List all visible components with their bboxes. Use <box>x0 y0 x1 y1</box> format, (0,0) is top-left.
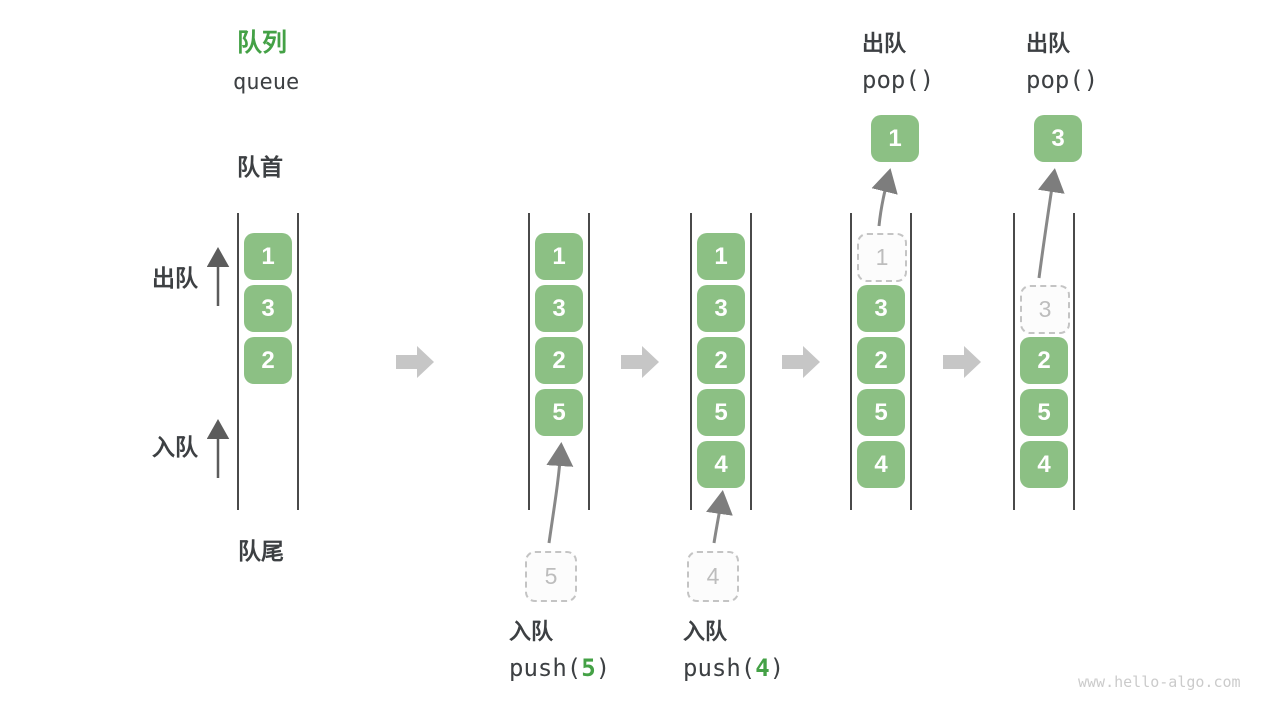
queue-column-2 <box>528 213 590 510</box>
queue-column-5 <box>1013 213 1075 510</box>
pop-1-label: 出队 pop() <box>862 31 935 94</box>
popped-value-box: 3 <box>1034 115 1082 162</box>
queue-item-box: 2 <box>1020 337 1068 384</box>
queue-item-box: 1 <box>697 233 745 280</box>
queue-item-box: 2 <box>697 337 745 384</box>
queue-item-box: 3 <box>697 285 745 332</box>
watermark: www.hello-algo.com <box>1078 673 1241 691</box>
queue-item-box: 4 <box>697 441 745 488</box>
queue-item-box: 4 <box>1020 441 1068 488</box>
push-4-label: 入队 push(4) <box>683 619 785 682</box>
diagram-title-en: queue <box>233 70 300 95</box>
queue-column-3 <box>690 213 752 510</box>
staging-value-box: 5 <box>525 551 577 602</box>
staging-value-box: 4 <box>687 551 739 602</box>
queue-rear-label: 队尾 <box>238 538 284 564</box>
queue-item-box: 5 <box>1020 389 1068 436</box>
queue-item-box: 4 <box>857 441 905 488</box>
queue-item-box: 1 <box>244 233 292 280</box>
diagram-title-zh: 队列 <box>237 29 288 57</box>
enqueue-side-label: 入队 <box>152 434 198 460</box>
pop-2-label-code: pop() <box>1026 66 1099 94</box>
queue-item-box: 2 <box>244 337 292 384</box>
popped-ghost-box: 1 <box>857 233 907 282</box>
push-5-label-zh: 入队 <box>509 619 554 644</box>
dequeue-side-label: 出队 <box>152 265 198 291</box>
queue-item-box: 5 <box>535 389 583 436</box>
queue-column-1 <box>237 213 299 510</box>
queue-item-box: 5 <box>697 389 745 436</box>
popped-value-box: 1 <box>871 115 919 162</box>
queue-item-box: 3 <box>857 285 905 332</box>
pop-1-label-zh: 出队 <box>862 31 907 56</box>
queue-item-box: 1 <box>535 233 583 280</box>
transition-arrow-2 <box>621 346 659 378</box>
transition-arrow-1 <box>396 346 434 378</box>
transition-arrow-3 <box>782 346 820 378</box>
transition-arrow-4 <box>943 346 981 378</box>
queue-item-box: 5 <box>857 389 905 436</box>
queue-item-box: 3 <box>244 285 292 332</box>
queue-item-box: 2 <box>535 337 583 384</box>
push-5-label: 入队 push(5) <box>509 619 611 682</box>
queue-item-box: 2 <box>857 337 905 384</box>
push-4-label-code: push(4) <box>683 654 785 682</box>
queue-item-box: 3 <box>535 285 583 332</box>
popped-ghost-box: 3 <box>1020 285 1070 334</box>
pop-2-label: 出队 pop() <box>1026 31 1099 94</box>
pop-1-label-code: pop() <box>862 66 935 94</box>
push-5-label-code: push(5) <box>509 654 611 682</box>
queue-front-label: 队首 <box>237 154 283 180</box>
push-4-label-zh: 入队 <box>683 619 728 644</box>
pop-2-label-zh: 出队 <box>1026 31 1071 56</box>
queue-column-4 <box>850 213 912 510</box>
